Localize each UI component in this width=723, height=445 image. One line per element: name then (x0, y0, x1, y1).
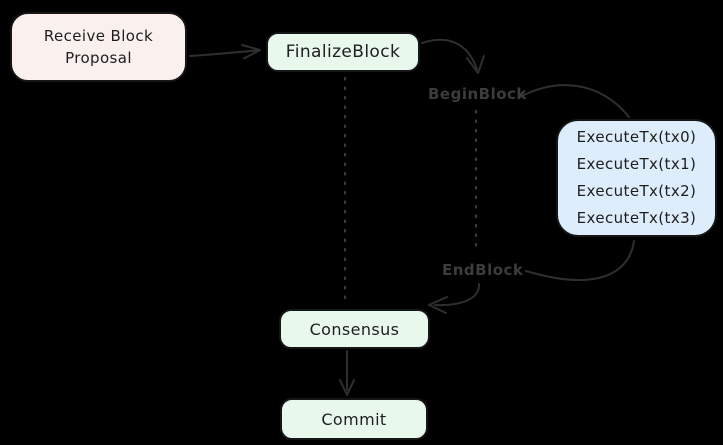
curve-beginblock-to-execute (519, 84, 630, 118)
node-receive-label-line1: Receive Block (43, 27, 154, 45)
arrow-receive-to-finalize (189, 44, 261, 60)
execute-tx-line: ExecuteTx(tx2) (576, 182, 697, 200)
arrow-finalize-to-beginblock (421, 38, 485, 74)
curve-execute-to-endblock (525, 240, 635, 282)
node-receive-block-proposal: Receive Block Proposal (10, 12, 187, 82)
execute-tx-line: ExecuteTx(tx0) (576, 128, 697, 146)
node-execute-tx: ExecuteTx(tx0) ExecuteTx(tx1) ExecuteTx(… (556, 119, 717, 237)
execute-tx-line: ExecuteTx(tx3) (576, 209, 697, 227)
node-receive-label-line2: Proposal (65, 49, 132, 67)
node-consensus-label: Consensus (309, 319, 400, 339)
end-block-label: EndBlock (442, 261, 524, 279)
arrow-consensus-to-commit (339, 350, 355, 396)
arrow-endblock-to-consensus (428, 283, 481, 314)
node-finalize-label: FinalizeBlock (285, 42, 401, 62)
node-finalize-block: FinalizeBlock (266, 32, 420, 72)
begin-block-label: BeginBlock (428, 85, 527, 103)
node-commit-label: Commit (321, 409, 387, 429)
node-commit: Commit (280, 398, 428, 440)
execute-tx-line: ExecuteTx(tx1) (576, 155, 697, 173)
node-consensus: Consensus (279, 309, 430, 349)
